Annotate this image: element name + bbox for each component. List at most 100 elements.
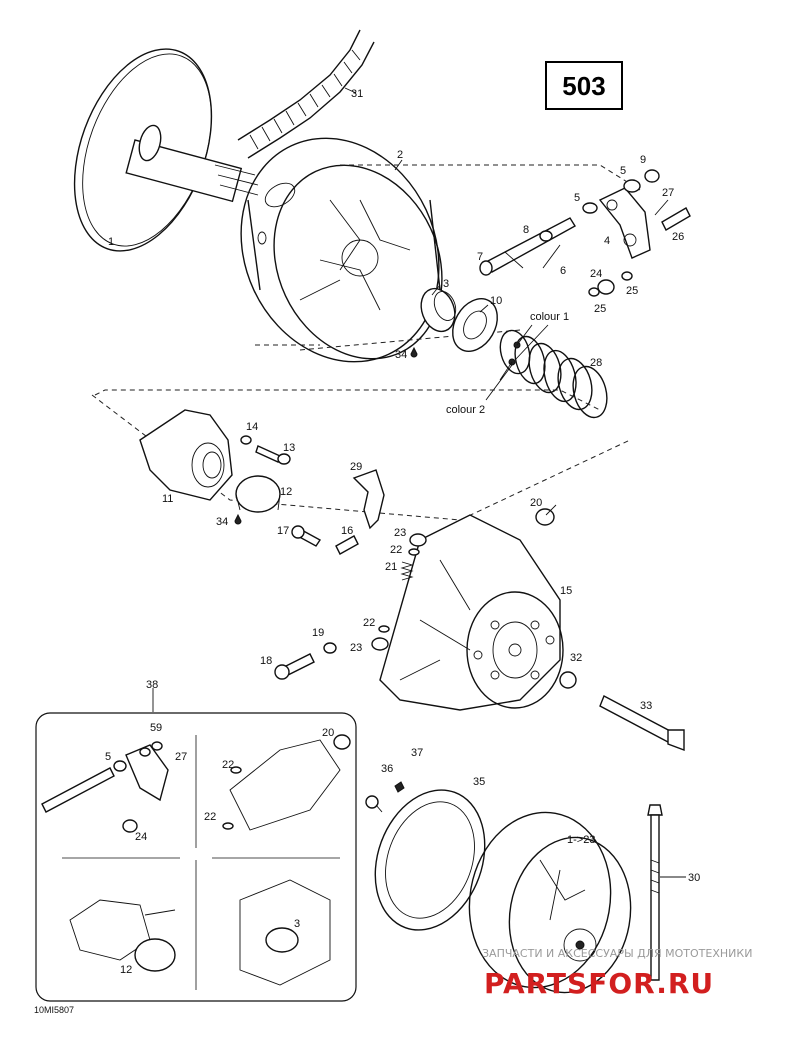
- roller-part-23-b: [371, 637, 389, 651]
- label-4: 4: [604, 235, 610, 247]
- inset-label-5: 5: [150, 722, 156, 734]
- inset-label-24: 24: [135, 831, 147, 843]
- drive-pulley-assembly: [468, 811, 632, 994]
- washer-part-10: [452, 298, 498, 352]
- label-20: 20: [530, 497, 542, 509]
- label-22b: 22: [363, 617, 375, 629]
- label-8: 8: [523, 224, 529, 236]
- dashed-guide-lower: [91, 389, 631, 521]
- inset-label-22b: 22: [204, 811, 216, 823]
- bolt-part-33: [599, 695, 685, 752]
- ramp-lever-part-4: [598, 187, 651, 259]
- screw-part-36: [365, 795, 383, 813]
- inset-label-22a: 22: [222, 759, 234, 771]
- label-23b: 23: [350, 642, 362, 654]
- inset-label-9: 9: [156, 722, 162, 734]
- label-34b: 34: [216, 516, 228, 528]
- label-30: 30: [688, 872, 700, 884]
- washer-part-32: [559, 671, 577, 689]
- nut-part-9: [644, 169, 660, 183]
- washer-part-22-b: [378, 625, 390, 633]
- screw-part-18: [274, 653, 315, 680]
- label-colour-2: colour 2: [446, 404, 485, 416]
- label-range: 1->23: [567, 834, 595, 846]
- bushing-part-3: [420, 287, 457, 333]
- watermark: ЗАПЧАСТИ И АКСЕССУАРЫ ДЛЯ МОТОТЕХНИКИ PA…: [482, 947, 752, 1000]
- screw-part-37: [394, 781, 405, 793]
- label-2: 2: [397, 149, 403, 161]
- label-38: 38: [146, 679, 158, 691]
- spider-part-11: [139, 409, 233, 501]
- label-33: 33: [640, 700, 652, 712]
- washer-part-14: [240, 435, 252, 445]
- screw-part-27: [654, 199, 669, 216]
- spring-part-21: [400, 561, 414, 581]
- label-16: 16: [341, 525, 353, 537]
- label-24: 24: [590, 268, 602, 280]
- washer-part-25: [588, 271, 633, 297]
- bushing-part-20: [535, 508, 555, 526]
- label-29: 29: [350, 461, 362, 473]
- label-7: 7: [477, 251, 483, 263]
- screw-part-13: [255, 445, 291, 465]
- label-26: 26: [672, 231, 684, 243]
- label-5b: 5: [574, 192, 580, 204]
- watermark-top-text: ЗАПЧАСТИ И АКСЕССУАРЫ ДЛЯ МОТОТЕХНИКИ: [482, 947, 752, 960]
- label-9: 9: [640, 154, 646, 166]
- part-labels: 1 2 3 4 5 5 6 7 8 9 10 11 12 13 14 15 16…: [108, 88, 700, 884]
- label-10: 10: [490, 295, 502, 307]
- label-17: 17: [277, 525, 289, 537]
- drop-part-34-bottom: [234, 513, 242, 525]
- label-18: 18: [260, 655, 272, 667]
- label-23a: 23: [394, 527, 406, 539]
- inset-label-20: 20: [322, 727, 334, 739]
- page-number: 503: [562, 71, 605, 101]
- governor-cup-part-15: [379, 514, 564, 711]
- drawing-code: 10MI5807: [34, 1005, 74, 1015]
- bolt-part-30: [647, 804, 663, 981]
- bushing-part-8: [539, 230, 553, 242]
- fixed-sheave-part-1: [73, 48, 259, 252]
- washer-part-5-a: [582, 202, 598, 214]
- washer-part-5-b: [623, 179, 641, 193]
- label-6: 6: [560, 265, 566, 277]
- roller-part-24: [597, 279, 615, 295]
- leader-lines: [152, 87, 686, 878]
- label-25a: 25: [594, 303, 606, 315]
- screw-part-17: [291, 525, 322, 547]
- weight-part-29: [352, 469, 385, 530]
- pin-part-16: [335, 535, 359, 555]
- label-32: 32: [570, 652, 582, 664]
- label-25b: 25: [626, 285, 638, 297]
- label-11: 11: [162, 493, 173, 505]
- bushing-part-12: [235, 475, 281, 513]
- label-14: 14: [246, 421, 258, 433]
- inset-labels: 5 9 5 27 24 22 22 20 3 12: [105, 722, 334, 976]
- label-5a: 5: [620, 165, 626, 177]
- label-27: 27: [662, 187, 674, 199]
- movable-sheave-part-2: [240, 137, 443, 363]
- pin-part-7: [479, 217, 576, 276]
- gasket-part-35: [374, 789, 486, 931]
- label-3: 3: [443, 278, 449, 290]
- label-12: 12: [280, 486, 292, 498]
- inset-label-12: 12: [120, 964, 132, 976]
- label-35: 35: [473, 776, 485, 788]
- inset-label-27: 27: [175, 751, 187, 763]
- inset-label-3: 3: [294, 918, 300, 930]
- page-number-box: 503: [545, 61, 623, 110]
- label-13: 13: [283, 442, 295, 454]
- washer-part-22-a: [408, 548, 420, 556]
- washer-part-19: [323, 642, 337, 654]
- inset-label-5b: 5: [105, 751, 111, 763]
- drive-belt-part-31: [237, 29, 375, 159]
- label-28: 28: [590, 357, 602, 369]
- label-31: 31: [351, 88, 363, 100]
- drop-part-34-top: [410, 346, 418, 358]
- label-36: 36: [381, 763, 393, 775]
- label-22a: 22: [390, 544, 402, 556]
- label-34a: 34: [395, 349, 407, 361]
- inset-kit-38: [35, 712, 357, 1002]
- roller-part-23-a: [409, 533, 427, 547]
